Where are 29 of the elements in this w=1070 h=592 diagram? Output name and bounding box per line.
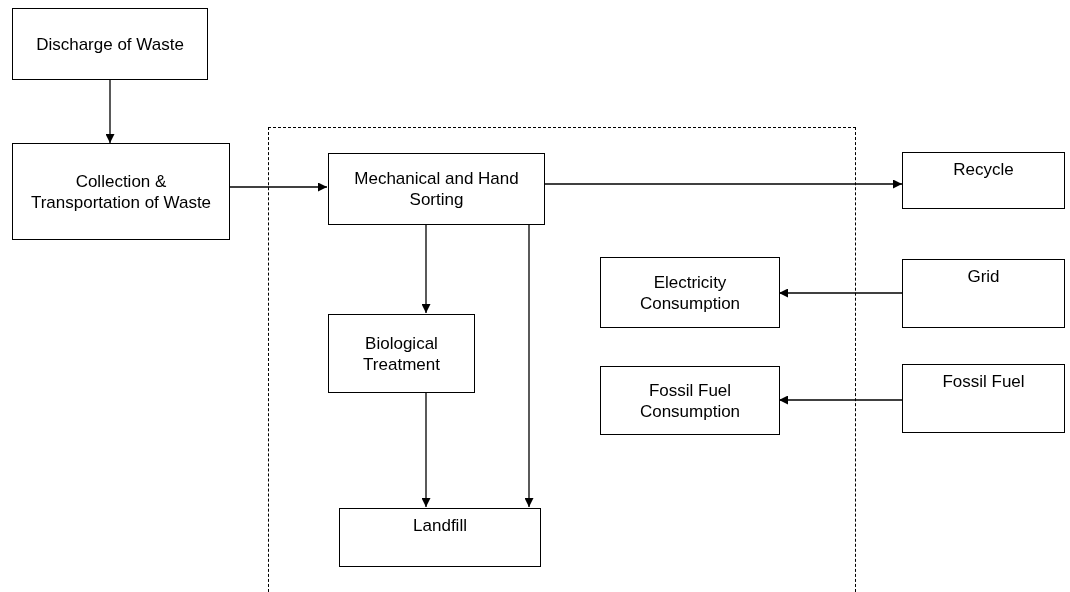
process-box [902, 364, 1065, 433]
process-box [328, 153, 545, 225]
arrow [229, 182, 328, 192]
node-label: Fossil Fuel [942, 371, 1025, 392]
node-label: Landfill [413, 515, 467, 536]
arrow [524, 223, 534, 508]
process-box [12, 8, 208, 80]
node-label: Recycle [953, 159, 1014, 180]
node-label: Biological Treatment [362, 332, 441, 375]
process-box [902, 259, 1065, 328]
node-label: Mechanical and Hand Sorting [353, 168, 520, 210]
node-label: Collection & Transportation of Waste [29, 170, 213, 213]
arrow [778, 288, 903, 298]
dashed-boundary [268, 127, 856, 592]
process-box [12, 143, 230, 240]
node-label: Electricity Consumption [638, 271, 742, 314]
arrow [421, 391, 431, 508]
arrow [778, 395, 903, 405]
process-box [339, 508, 541, 567]
arrow [421, 223, 431, 314]
arrow [543, 179, 903, 189]
process-box [902, 152, 1065, 209]
process-box [600, 257, 780, 328]
node-label: Fossil Fuel Consumption [638, 379, 742, 422]
process-box [600, 366, 780, 435]
node-label: Grid [967, 266, 1000, 287]
process-box [328, 314, 475, 393]
arrow [105, 79, 115, 144]
node-label: Discharge of Waste [36, 33, 184, 55]
